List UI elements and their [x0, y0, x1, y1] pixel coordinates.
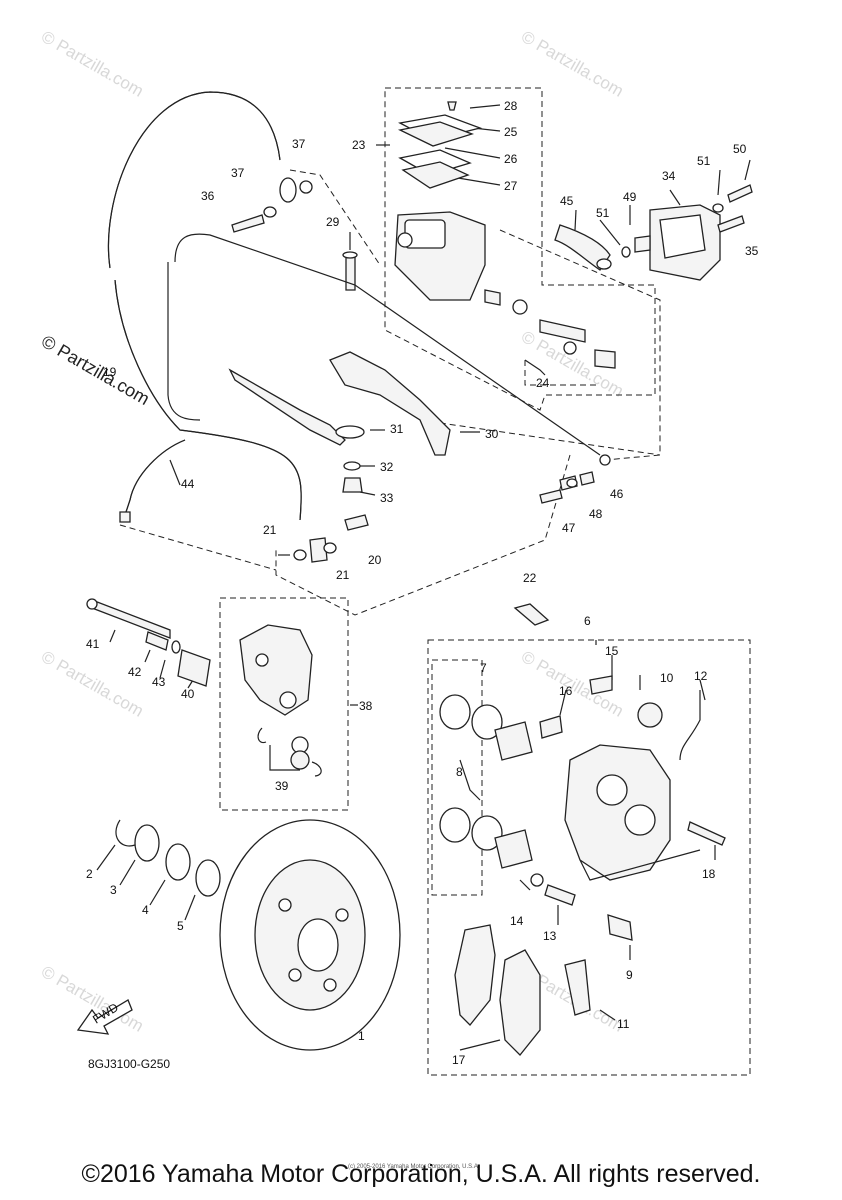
callout-13: 13: [543, 929, 557, 943]
callout-14: 14: [510, 914, 524, 928]
callout-9: 9: [626, 968, 633, 982]
callout-22: 22: [523, 571, 537, 585]
callout-39: 39: [275, 779, 289, 793]
callout-7: 7: [480, 661, 487, 675]
callout-44: 44: [181, 477, 195, 491]
callout-51b: 51: [596, 206, 610, 220]
callout-33: 33: [380, 491, 394, 505]
callout-40: 40: [181, 687, 195, 701]
callout-41: 41: [86, 637, 100, 651]
brake-hose-assembly: [107, 91, 369, 563]
caliper-bracket-assembly: [86, 598, 322, 777]
callout-45: 45: [560, 194, 574, 208]
callout-29: 29: [326, 215, 340, 229]
master-cylinder-assembly: [342, 101, 616, 369]
caliper-assembly: [439, 603, 726, 1056]
brake-disc-assembly: [115, 819, 401, 1051]
callout-6: 6: [584, 614, 591, 628]
callout-50: 50: [733, 142, 747, 156]
lever-bracket-assembly: [539, 184, 753, 504]
callout-8: 8: [456, 765, 463, 779]
callout-26: 26: [504, 152, 518, 166]
callout-1: 1: [358, 1029, 365, 1043]
callout-30: 30: [485, 427, 499, 441]
watermark: © Partzilla.com: [38, 647, 147, 721]
callout-48: 48: [589, 507, 603, 521]
callout-16: 16: [559, 684, 573, 698]
callout-3: 3: [110, 883, 117, 897]
side-watermark: © Partzilla.com: [38, 331, 153, 409]
callout-labels: 1 2 3 4 5 6 7 8 9 10 11 12 13 14 15 16 1…: [86, 99, 759, 1067]
watermark: © Partzilla.com: [38, 27, 147, 101]
copyright-notice: ©2016 Yamaha Motor Corporation, U.S.A. A…: [81, 1160, 761, 1188]
callout-27: 27: [504, 179, 518, 193]
callout-32: 32: [380, 460, 394, 474]
callout-51a: 51: [697, 154, 711, 168]
callout-12: 12: [694, 669, 708, 683]
callout-31: 31: [390, 422, 404, 436]
callout-20: 20: [368, 553, 382, 567]
callout-17: 17: [452, 1053, 466, 1067]
callout-19: 19: [103, 365, 117, 379]
callout-37a: 37: [231, 166, 245, 180]
assembly-outlines: [119, 87, 751, 1076]
callout-35: 35: [745, 244, 759, 258]
callout-15: 15: [605, 644, 619, 658]
watermark: © Partzilla.com: [518, 27, 627, 101]
callout-37b: 37: [292, 137, 306, 151]
callout-43: 43: [152, 675, 166, 689]
callout-5: 5: [177, 919, 184, 933]
callout-18: 18: [702, 867, 716, 881]
callout-36: 36: [201, 189, 215, 203]
diagram-code: 8GJ3100-G250: [88, 1057, 170, 1071]
callout-24: 24: [536, 376, 550, 390]
callout-10: 10: [660, 671, 674, 685]
callout-2: 2: [86, 867, 93, 881]
callout-21a: 21: [263, 523, 277, 537]
callout-23: 23: [352, 138, 366, 152]
callout-34: 34: [662, 169, 676, 183]
brake-lever-assembly: [167, 233, 611, 493]
callout-25: 25: [504, 125, 518, 139]
callout-11: 11: [617, 1017, 630, 1031]
callout-28: 28: [504, 99, 518, 113]
callout-42: 42: [128, 665, 142, 679]
callout-21b: 21: [336, 568, 350, 582]
callout-38: 38: [359, 699, 373, 713]
callout-4: 4: [142, 903, 149, 917]
callout-46: 46: [610, 487, 624, 501]
small-copyright: (c) 2005-2016 Yamaha Motor Corporation, …: [348, 1164, 480, 1170]
callout-49: 49: [623, 190, 637, 204]
callout-47: 47: [562, 521, 576, 535]
